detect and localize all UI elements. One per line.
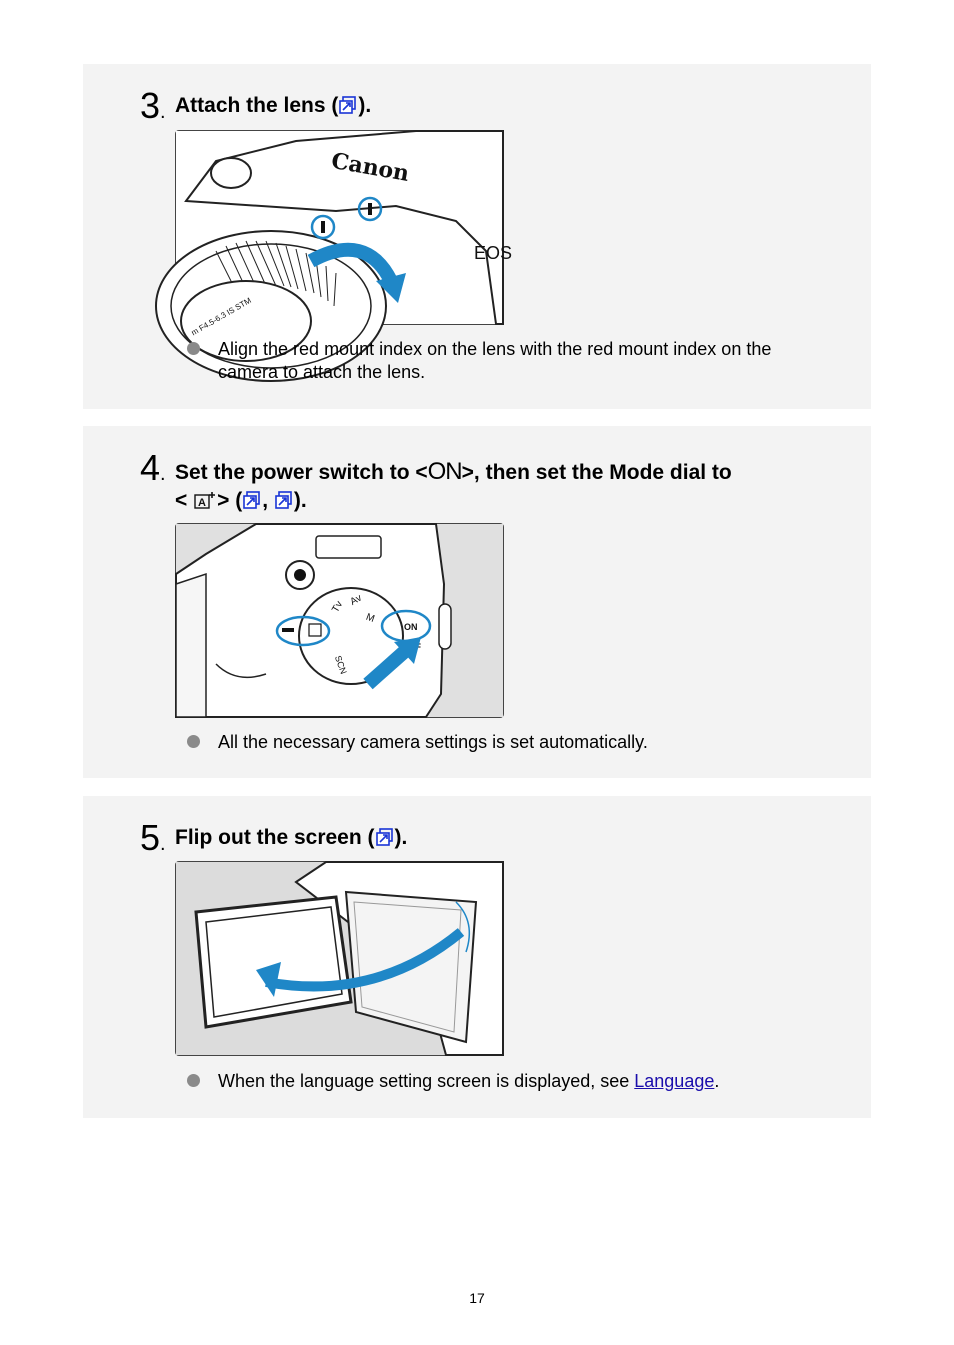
bullet-dot [187,1074,200,1087]
flip-screen-illustration [175,861,504,1056]
step-number: 4. [140,447,166,488]
bullet-item: Align the red mount index on the lens wi… [187,338,827,384]
dial-tv-label: Tv [330,599,345,614]
step-3-panel: 3. Attach the lens (). Canon EOS m F4.5-… [83,64,871,409]
camera-model-label: EOS [474,243,512,263]
step-title: Set the power switch to <ON>, then set t… [175,458,732,512]
dial-m-label: M [364,612,376,625]
step-title: Attach the lens (). [175,94,372,117]
on-symbol: ON [427,458,463,485]
reference-icon[interactable] [243,489,261,509]
step-4-panel: 4. Set the power switch to <ON>, then se… [83,426,871,778]
scene-intelligent-auto-icon: A [194,489,216,509]
step-number: 3. [140,85,166,126]
reference-icon[interactable] [339,94,357,114]
reference-icon[interactable] [275,489,293,509]
page-number: 17 [469,1290,485,1306]
reference-icon[interactable] [375,826,394,846]
attach-lens-illustration: Canon EOS m F4.5-6.3 IS STM [155,130,512,382]
svg-text:A: A [198,497,206,509]
step-title: Flip out the screen (). [175,826,408,849]
language-link[interactable]: Language [634,1071,715,1091]
dial-av-label: Av [348,593,363,608]
bullet-dot [187,735,200,748]
step-5-panel: 5. Flip out the screen (). When the lang… [83,796,871,1118]
bullet-item: All the necessary camera settings is set… [187,731,827,754]
power-switch-mode-dial-illustration: Tv Av M SCN ON OFF [175,523,504,718]
step-number: 5. [140,817,166,858]
bullet-dot [187,342,200,355]
switch-on-label: ON [404,622,418,632]
bullet-item: When the language setting screen is disp… [187,1070,827,1093]
